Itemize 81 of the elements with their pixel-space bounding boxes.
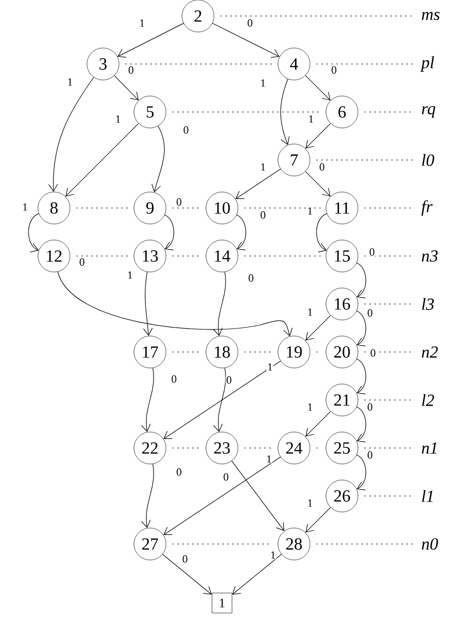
edge-label: 1 [23,203,28,211]
arrow [305,411,331,437]
arrow [356,310,366,346]
edge-label: 1 [140,19,144,27]
level-label: l2 [422,394,434,406]
arrow [232,554,282,595]
arrow [114,75,139,100]
arrow [141,464,154,528]
arrow [48,76,94,192]
edge-label: 0 [370,349,376,357]
edge-label: 1 [308,308,312,316]
terminal-box: 1 [212,592,232,614]
arrow [316,213,328,252]
arrow [231,460,284,532]
arrow [305,171,331,197]
arrow [163,456,281,536]
arrow [305,315,331,341]
edge-label: 1 [267,455,272,463]
edge-label: 0 [80,258,84,266]
arrow [152,126,165,192]
arrow [305,507,331,533]
level-label: ms [422,12,440,20]
edge-label: 1 [308,403,312,411]
arrow [212,22,280,58]
edge-label: 0 [248,274,254,282]
edge-label: 0 [368,309,372,317]
edge-label: 1 [68,78,72,86]
edge-label: 1 [271,551,276,559]
edge-label: 0 [248,19,252,27]
edge-label: 1 [261,163,266,171]
edge-label: 0 [332,66,336,74]
level-label: n0 [422,538,438,550]
arrow [305,75,331,101]
edge-label: 0 [226,376,232,384]
arrow [28,213,40,252]
arrow [305,123,331,149]
edge-label: 1 [308,499,312,507]
level-label: n3 [422,250,438,262]
level-label: l1 [422,490,433,502]
arrow [235,168,281,199]
edge-label: 0 [182,555,188,563]
edge-label: 0 [370,248,374,256]
arrow [162,554,212,595]
edge-label: 0 [320,163,324,171]
edge-label: 0 [176,198,182,206]
edge-label: 0 [368,451,372,459]
edge-label: 1 [128,271,132,279]
arrow [356,406,366,442]
level-label: fr [421,200,433,216]
arrow [280,78,290,145]
arrow [141,368,154,432]
edge-label: 0 [184,126,188,134]
level-label: l3 [422,298,434,310]
edge-label: 0 [260,211,266,219]
edge-label: 0 [176,468,182,476]
level-label: n2 [422,346,438,358]
arrow [164,214,174,250]
arrow [236,214,246,250]
arrow [356,454,366,490]
arrow [143,272,153,336]
level-label: l0 [422,154,434,166]
arrow [356,358,366,394]
edge-label: 0 [368,403,372,411]
edge-label: 0 [128,66,134,74]
edge-label: 0 [172,375,176,383]
edge-label: 1 [116,115,120,123]
arrow [57,271,293,336]
edge-label: 1 [309,115,314,123]
level-label: pl [420,56,434,72]
arrow [163,360,281,439]
edge-label: 1 [261,79,266,87]
edge-label: 0 [224,473,228,481]
arrow [356,262,366,298]
level-label: rq [422,106,436,118]
edge-label: 1 [308,207,312,215]
level-label: n1 [422,442,436,454]
arrow [213,272,226,336]
edge-label: 1 [268,363,272,371]
arrow [213,368,226,432]
arrow [65,123,139,197]
arrow [117,23,184,58]
